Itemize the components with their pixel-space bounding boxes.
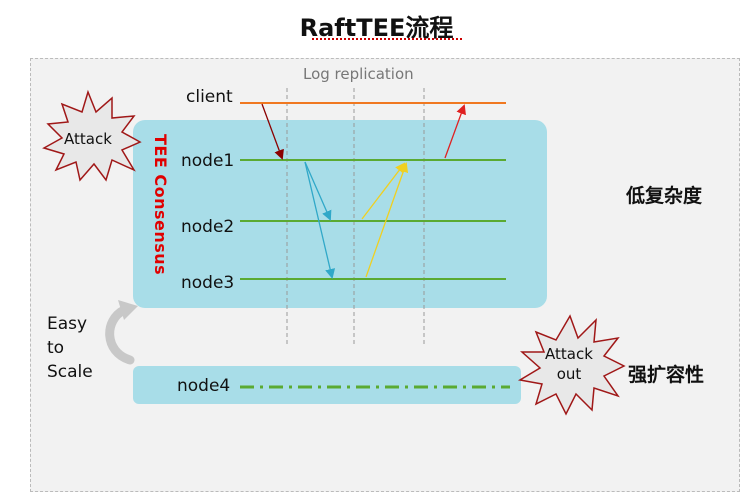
- attack-out-label: Attack out: [534, 344, 604, 384]
- client-label: client: [186, 87, 233, 107]
- replicate-node2-arrow: [304, 161, 332, 221]
- tee-consensus-label: TEE Consensus: [151, 134, 170, 276]
- ack-node3-arrow: [365, 162, 409, 278]
- attack-out-line-2: out: [556, 365, 582, 383]
- node4-label: node4: [177, 376, 231, 396]
- scale-curve-arrowhead: [118, 300, 138, 320]
- easy-to-scale-line-3: Scale: [47, 362, 93, 382]
- tee-consensus-box: [133, 120, 547, 308]
- attack-label: Attack: [64, 130, 112, 148]
- node4-box: [133, 366, 521, 404]
- ack-node2-arrow: [361, 162, 406, 220]
- scale-curve-arrow: [105, 305, 135, 365]
- node2-label: node2: [181, 217, 235, 237]
- low-complexity-label: 低复杂度: [626, 185, 703, 207]
- page-title: RaftTEE流程: [299, 14, 454, 42]
- log-replication-label: Log replication: [303, 65, 414, 83]
- title-spellcheck-underline: [312, 38, 462, 40]
- easy-to-scale-line-1: Easy: [47, 314, 88, 334]
- attack-out-line-1: Attack: [545, 345, 593, 363]
- node1-label: node1: [181, 151, 235, 171]
- attack-burst-shape: [42, 89, 142, 182]
- attack-out-burst-shape: [517, 314, 626, 416]
- node3-label: node3: [181, 273, 235, 293]
- scalability-label: 强扩容性: [628, 364, 705, 386]
- client-response-arrow: [444, 104, 466, 159]
- easy-to-scale-line-2: to: [47, 338, 65, 358]
- replicate-node3-arrow: [304, 161, 336, 279]
- easy-to-scale-label: Easy to Scale: [47, 312, 93, 384]
- client-request-arrow: [261, 103, 284, 160]
